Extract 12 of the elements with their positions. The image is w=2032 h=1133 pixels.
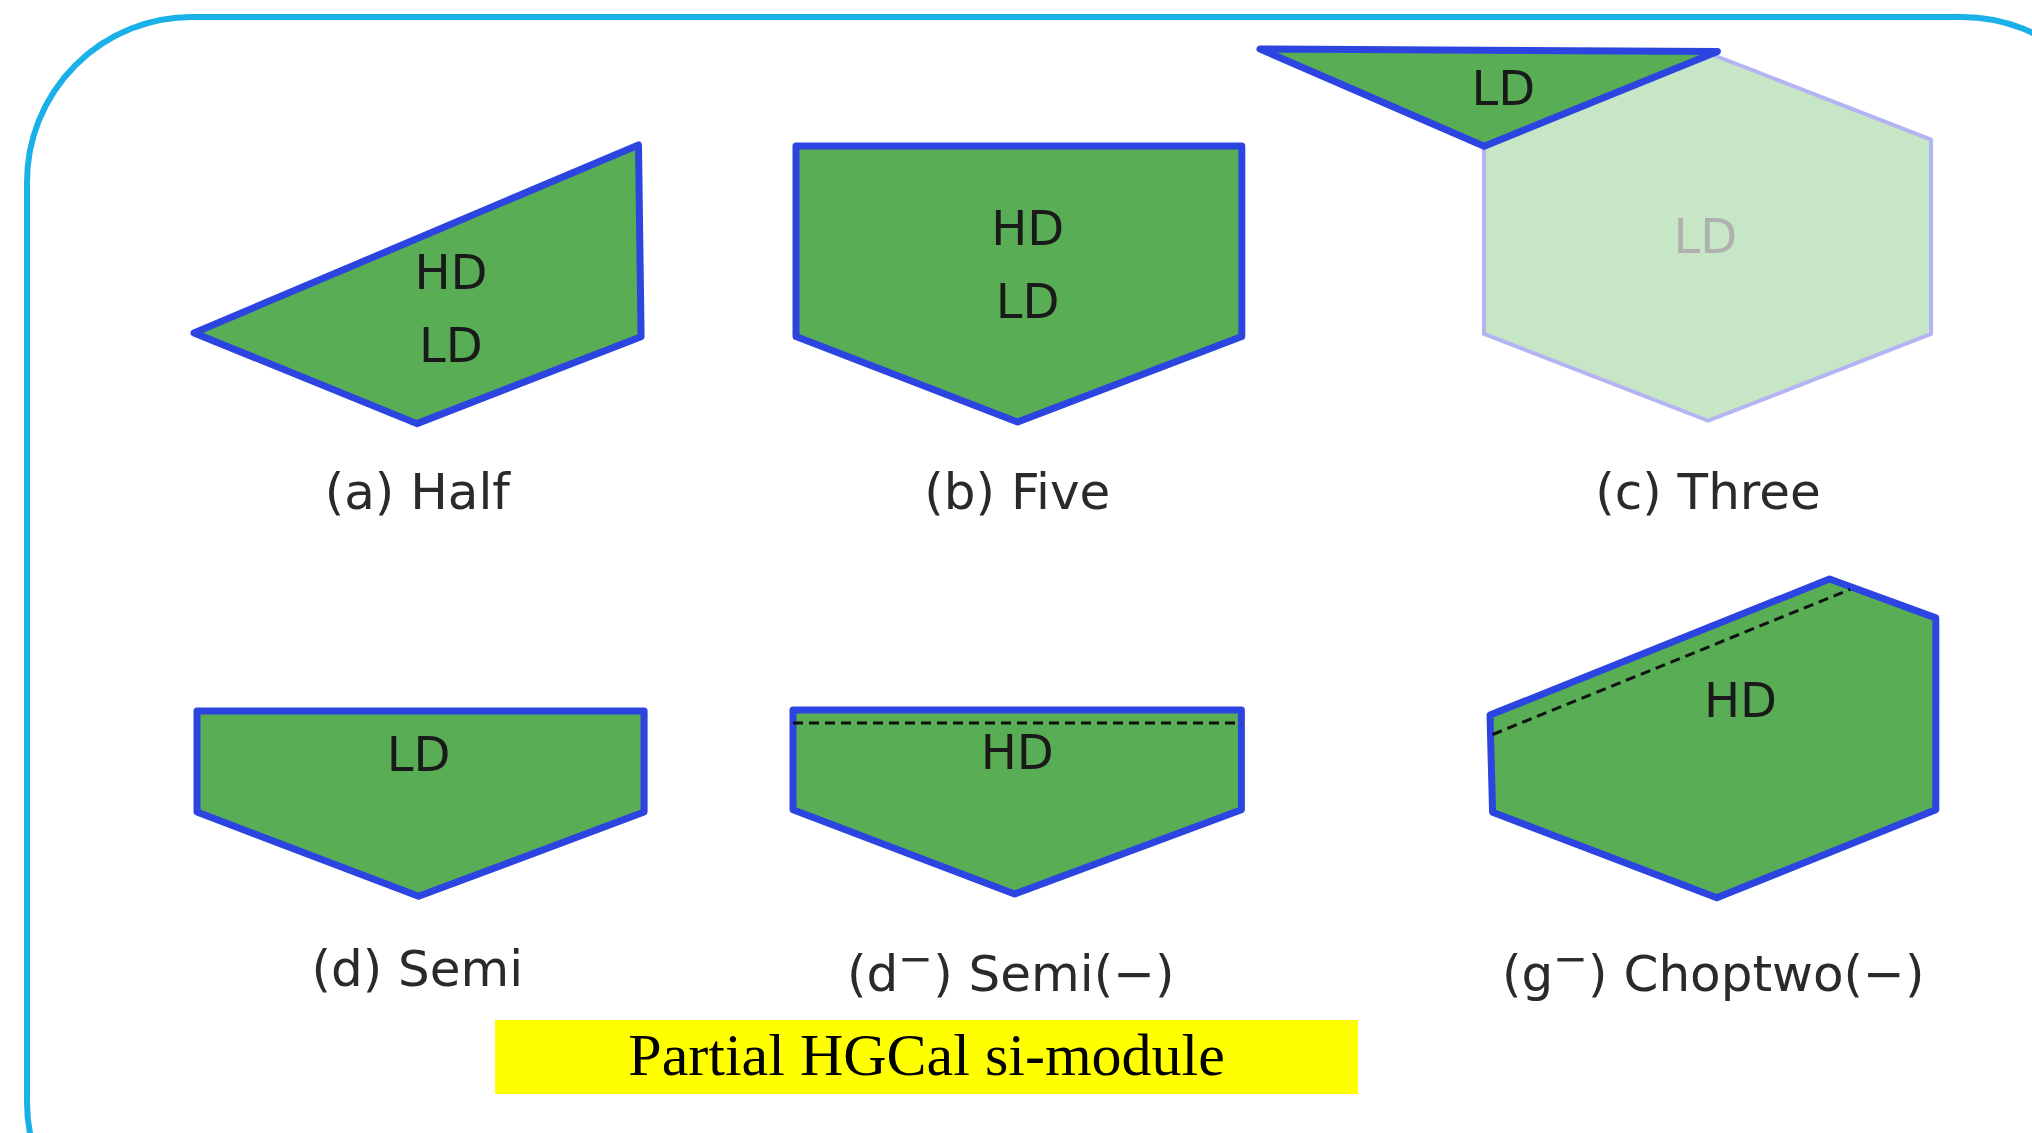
module-type-label: (d$^{−}$) Semi(−) xyxy=(847,936,1175,1003)
module-type-label: (b) Five xyxy=(924,464,1111,520)
density-label: LD xyxy=(995,276,1060,325)
module-type-label: (a) Half xyxy=(324,464,510,520)
module-type-label: (g$^{−}$) Choptwo(−) xyxy=(1501,936,1925,1003)
module-type-label: (c) Three xyxy=(1595,464,1821,520)
density-label: LD xyxy=(1471,64,1536,113)
density-label: LD xyxy=(386,730,451,779)
caption: Partial HGCal si-module xyxy=(495,1020,1359,1094)
module-type-label: (d) Semi xyxy=(311,941,524,997)
density-label: HD xyxy=(980,727,1054,776)
density-label: HD xyxy=(991,204,1065,253)
